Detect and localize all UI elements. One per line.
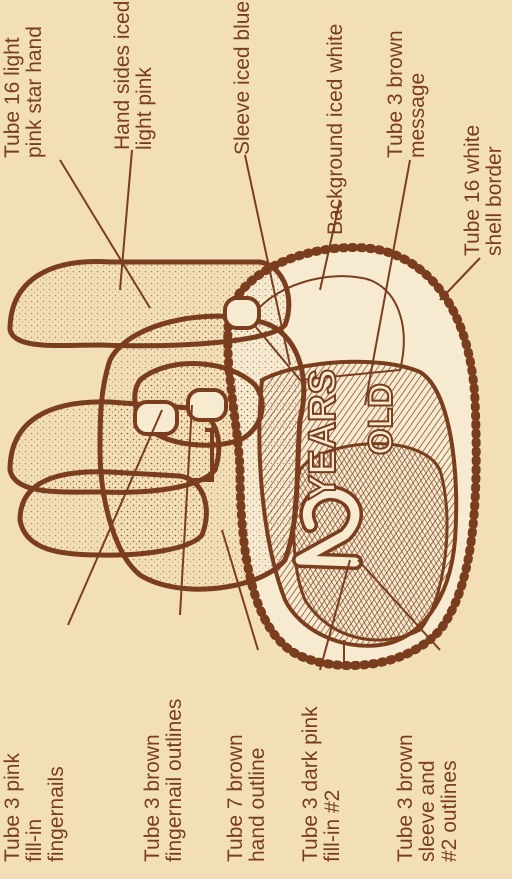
label-hand-outline: Tube 7 brown hand outline [225,734,269,862]
label-fingernail-outlines: Tube 3 brown fingernail outlines [142,699,186,862]
cake-text-years: YEARS [302,369,344,500]
label-tube16-light-pink: Tube 16 light pink star hand [2,26,46,158]
fingernail-3 [225,298,259,328]
fingernail-2 [188,390,226,420]
label-sleeve: Sleeve iced blue [232,1,254,155]
label-dark-pink: Tube 3 dark pink fill-in #2 [300,706,344,862]
label-background: Background iced white [325,24,347,235]
cake-text-old: OLD [362,383,400,455]
label-pink-fingernails: Tube 3 pink fill-in fingernails [2,753,68,862]
label-shell-border: Tube 16 white shell border [462,125,506,256]
label-hand-sides: Hand sides iced light pink [112,1,156,150]
finger-lower [20,472,206,555]
label-sleeve-outlines: Tube 3 brown sleeve and #2 outlines [395,734,461,862]
label-tube3-message: Tube 3 brown message [385,30,429,158]
fingernail-1 [135,402,177,434]
